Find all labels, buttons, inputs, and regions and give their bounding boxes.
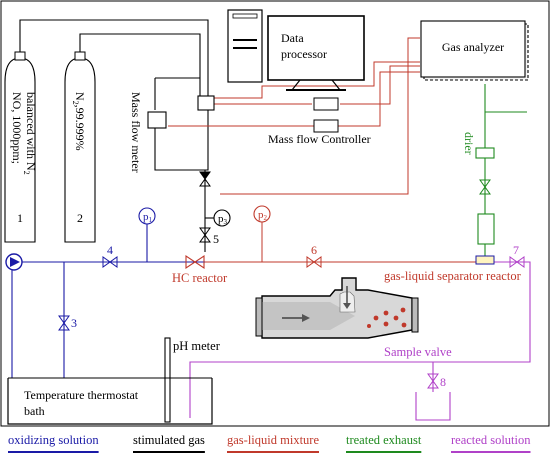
mixture-lines: [168, 37, 480, 263]
mfm-loop-line: [154, 110, 209, 171]
separator-reactor: [475, 255, 495, 265]
legend-label-1: stimulated gas: [133, 433, 205, 447]
thermostat-bath-label-1: Temperature thermostat: [24, 388, 139, 402]
drier-box: [475, 147, 495, 159]
pressure-gauge-p1: p1: [138, 207, 156, 225]
cylinder-number-2: 2: [77, 211, 83, 225]
mass-flow-meter-label: Mass flow meter: [129, 92, 143, 173]
valve-number-8: 8: [440, 375, 446, 389]
no-cylinder: NO, 1000ppm; balanced with N2 1: [4, 51, 38, 243]
separator-label: gas-liquid separator reactor: [384, 269, 522, 283]
data-processor-label-2: processor: [281, 47, 327, 61]
data-processor-monitor: Data processor: [267, 15, 365, 91]
legend-label-3: treated exhaust: [346, 433, 422, 447]
venturi-reactor-illustration: [255, 277, 419, 339]
controller-unit-2: [313, 119, 339, 133]
mass-flow-controller-box-1: [197, 95, 215, 111]
valve-4[interactable]: [102, 256, 118, 268]
hc-reactor-label: HC reactor: [172, 271, 228, 285]
ph-meter-probe: [164, 337, 171, 423]
svg-text:Mass flow meter: Mass flow meter: [129, 92, 143, 173]
computer-tower: [227, 9, 263, 83]
sample-beaker: [415, 392, 451, 421]
n2-cylinder-label: N2,99.999%: [71, 92, 87, 151]
diagram-frame: [0, 0, 550, 427]
drier-label: drier: [462, 132, 476, 155]
n2-gas-line: [79, 33, 201, 98]
legend-label-2: gas-liquid mixture: [227, 433, 319, 447]
exhaust-valve[interactable]: [479, 179, 491, 195]
cylinder-number-1: 1: [17, 211, 23, 225]
controller-signal-3: [340, 65, 420, 105]
separator-column: [477, 213, 495, 245]
reacted-lines: [189, 261, 531, 421]
pressure-gauge-p3: p3: [213, 209, 231, 227]
no-cylinder-label: NO, 1000ppm;: [10, 92, 24, 164]
data-processor-label-1: Data: [281, 31, 304, 45]
svg-text:N2,99.999%: N2,99.999%: [71, 92, 87, 151]
svg-text:drier: drier: [462, 132, 476, 155]
valve-number-4: 4: [107, 243, 113, 257]
valve-8[interactable]: [427, 373, 439, 389]
no-cylinder-balance-label: balanced with N2: [22, 92, 38, 175]
mass-flow-controller-label: Mass flow Controller: [268, 132, 371, 146]
hc-reactor-valve[interactable]: [185, 254, 205, 270]
valve-3[interactable]: [58, 315, 70, 331]
valve-5[interactable]: [199, 227, 211, 243]
sample-valve-label: Sample valve: [384, 345, 452, 359]
pressure-gauge-p2: p2: [253, 205, 271, 223]
svg-text:p2: p2: [258, 209, 268, 222]
valve-number-5: 5: [213, 232, 219, 246]
valve-number-7: 7: [513, 243, 519, 257]
circulation-pump[interactable]: [5, 253, 23, 271]
valve-number-3: 3: [71, 316, 77, 330]
thermostat-bath: Temperature thermostat bath: [7, 377, 213, 425]
valve-6[interactable]: [306, 256, 322, 268]
valve-7[interactable]: [509, 256, 525, 268]
gas-analyzer-label: Gas analyzer: [442, 40, 504, 54]
svg-text:p3: p3: [218, 213, 228, 226]
data-signal-line-1: [220, 37, 420, 195]
valve-gas-feed[interactable]: [199, 171, 211, 187]
thermostat-bath-label-2: bath: [24, 404, 45, 418]
controller-signal-2: [168, 71, 420, 127]
flow-legend: oxidizing solution stimulated gas gas-liqu…: [8, 433, 531, 453]
ph-meter-label: pH meter: [173, 339, 221, 353]
legend-label-4: reacted solution: [451, 433, 531, 447]
n2-cylinder: N2,99.999% 2: [64, 51, 96, 243]
oxidizing-lines: [11, 224, 205, 378]
gas-analyzer: Gas analyzer: [420, 20, 529, 81]
legend-label-0: oxidizing solution: [8, 433, 99, 447]
data-signal-line-2: [212, 61, 420, 99]
svg-text:p1: p1: [143, 211, 153, 224]
mass-flow-meter-box: [147, 111, 167, 129]
gas-lines: [19, 19, 214, 252]
no-gas-line: [19, 19, 209, 98]
valve-number-6: 6: [311, 243, 317, 257]
controller-unit-1: [313, 97, 339, 111]
reacted-return-line: [189, 261, 531, 418]
svg-text:NO, 1000ppm;: NO, 1000ppm;: [10, 92, 24, 164]
svg-text:balanced with N2: balanced with N2: [22, 92, 38, 175]
